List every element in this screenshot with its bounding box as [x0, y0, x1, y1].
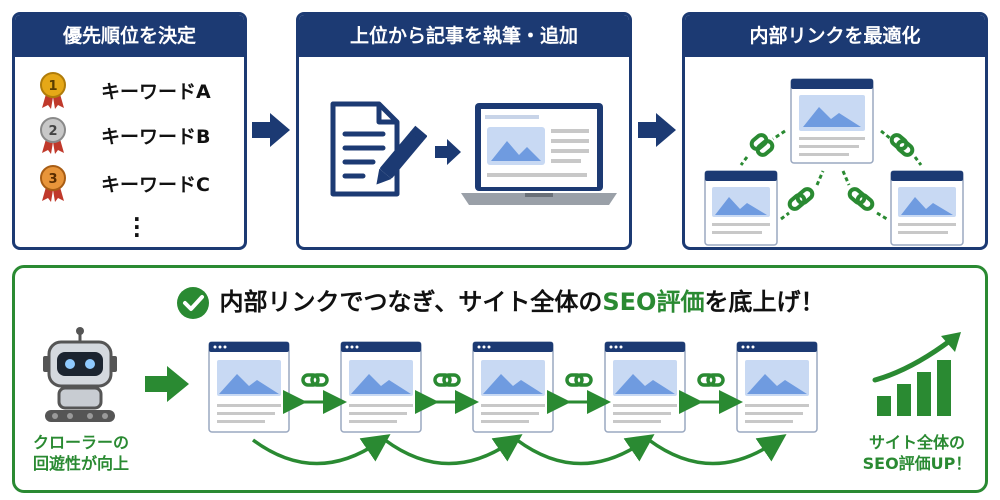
chain-link-icon	[880, 129, 923, 166]
checkmark-circle-icon	[176, 287, 209, 319]
headline-text-green: SEO評価	[602, 288, 705, 316]
medal-silver-icon: 2	[40, 117, 66, 154]
medal-rank-3: 3	[48, 172, 57, 187]
chain-link-icon	[697, 373, 725, 387]
keyword-row-b: 2 キーワードB	[37, 115, 210, 155]
writing-panel: 上位から記事を執筆・追加	[296, 12, 632, 250]
chain-link-icon	[841, 170, 888, 221]
summary-headline: 内部リンクでつなぎ、サイト全体のSEO評価を底上げ！	[15, 282, 985, 320]
linked-pages-network	[704, 78, 964, 246]
crawler-caption-line2: 回遊性が向上	[32, 454, 129, 473]
medal-rank-2: 2	[48, 124, 57, 139]
web-page-icon	[472, 341, 554, 433]
headline-text-end: を底上げ！	[704, 288, 825, 316]
keyword-row-c: 3 キーワードC	[37, 163, 210, 203]
link-connector	[679, 373, 743, 414]
link-connector	[415, 373, 479, 414]
seo-caption-line2: SEO評価UP！	[862, 454, 972, 473]
medal-rank-1: 1	[48, 79, 57, 94]
arrow-right-icon	[435, 139, 461, 165]
chain-link-icon	[565, 373, 593, 387]
medal-gold-icon: 1	[40, 72, 66, 109]
crawl-arcs	[251, 434, 787, 466]
chain-link-icon	[433, 373, 461, 387]
web-page-icon	[340, 341, 422, 433]
crawler-caption: クローラーの 回遊性が向上	[21, 432, 141, 474]
seo-caption-line1: サイト全体の	[868, 433, 965, 452]
keyword-c-label: キーワードC	[101, 173, 210, 196]
web-page-icon	[704, 170, 778, 246]
headline-text-black: 内部リンクでつなぎ、サイト全体の	[219, 288, 603, 316]
web-page-icon	[890, 170, 964, 246]
internal-link-panel-title: 内部リンクを最適化	[685, 15, 985, 57]
web-page-icon	[604, 341, 686, 433]
writing-panel-title: 上位から記事を執筆・追加	[299, 15, 629, 57]
keyword-a-label: キーワードA	[101, 80, 211, 103]
arrow-right-icon	[145, 366, 189, 402]
medal-bronze-icon: 3	[40, 165, 66, 202]
page-chain	[208, 341, 818, 466]
priority-panel-title: 優先順位を決定	[15, 15, 244, 57]
web-page-icon	[736, 341, 818, 433]
growth-chart-icon	[872, 332, 961, 416]
priority-panel: 優先順位を決定 1 キーワードA 2 キーワードB 3 キーワードC ···	[12, 12, 247, 250]
crawler-caption-line1: クローラーの	[32, 433, 129, 452]
link-connector	[283, 373, 347, 414]
keyword-b-label: キーワードB	[101, 125, 211, 148]
chain-link-icon	[739, 129, 786, 166]
arrow-right-icon	[252, 113, 290, 147]
internal-link-panel: 内部リンクを最適化	[682, 12, 988, 250]
chain-link-icon	[780, 170, 825, 221]
more-dots-icon: ···	[133, 207, 141, 247]
summary-panel: 内部リンクでつなぎ、サイト全体のSEO評価を底上げ！ クローラーの 回遊性が向上	[12, 265, 988, 493]
chain-link-icon	[301, 373, 329, 387]
web-page-icon	[208, 341, 290, 433]
link-connector	[547, 373, 611, 414]
seo-caption: サイト全体の SEO評価UP！	[855, 432, 979, 474]
web-page-icon	[790, 78, 874, 164]
keyword-row-a: 1 キーワードA	[37, 70, 211, 110]
robot-icon	[43, 327, 117, 422]
arrow-right-icon	[638, 113, 676, 147]
laptop-icon	[461, 103, 617, 205]
document-pen-icon	[330, 101, 427, 197]
